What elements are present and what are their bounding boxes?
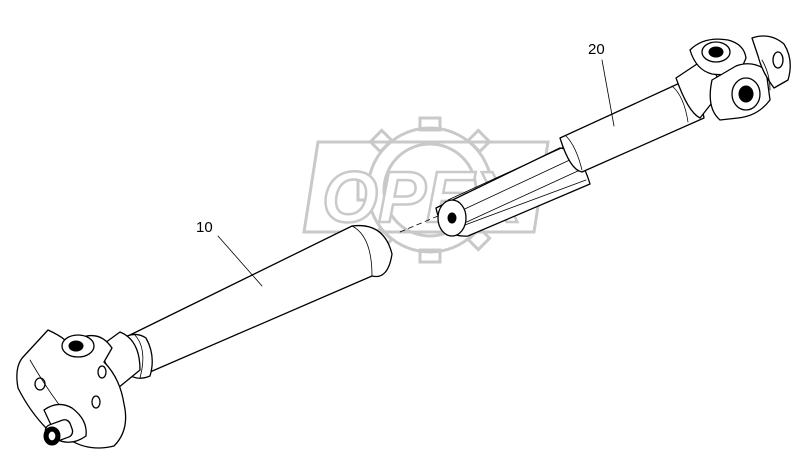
leader-line-10	[217, 235, 263, 287]
splined-shaft	[399, 145, 591, 237]
callout-10: 10	[196, 219, 263, 287]
watermark-plate	[302, 140, 550, 234]
leader-line-20	[601, 59, 615, 127]
callout-label-20: 20	[588, 41, 605, 58]
callout-label-10: 10	[196, 219, 213, 236]
upper-universal-joint	[675, 35, 791, 121]
lower-universal-joint	[16, 329, 141, 449]
callout-20: 20	[588, 41, 615, 127]
shaft-tube-part-10	[119, 224, 393, 379]
